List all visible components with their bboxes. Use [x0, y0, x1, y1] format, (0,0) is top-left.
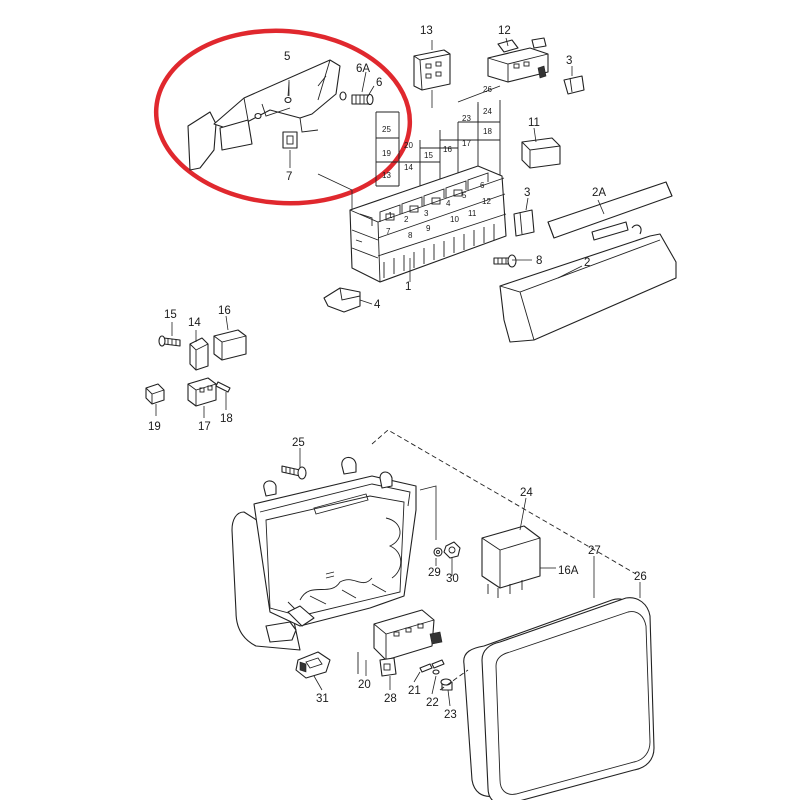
part-5-mounting-bracket [187, 59, 341, 171]
fuse-label-6: 6 [480, 181, 485, 190]
callout-28: 28 [384, 693, 397, 705]
callout-labels: 5 6A 6 7 13 12 3 11 3 2A 8 2 1 4 15 14 1… [148, 25, 647, 721]
part-19-connector [145, 383, 165, 405]
relay-position-grid [375, 85, 501, 187]
callout-30: 30 [446, 573, 459, 585]
part-14-relay-bracket [189, 337, 209, 371]
callout-18: 18 [220, 413, 233, 425]
callout-25: 25 [292, 437, 305, 449]
part-15-screw [158, 335, 181, 347]
fuse-label-7-box: 7 [386, 227, 391, 236]
fuse-label-1: 1 [388, 211, 393, 220]
fuse-label-12: 12 [482, 197, 491, 206]
fuse-label-11: 11 [468, 209, 477, 218]
part-12-relay-holder [487, 37, 549, 83]
part-26-cover [481, 597, 655, 800]
fuse-label-2: 2 [404, 215, 409, 224]
callout-24: 24 [520, 487, 533, 499]
grid-label-16: 16 [443, 145, 452, 154]
callout-20: 20 [358, 679, 371, 691]
callout-8: 8 [536, 255, 542, 267]
part-18-pin [215, 381, 231, 393]
part-24-housing [231, 456, 417, 651]
callout-27: 27 [588, 545, 601, 557]
callout-31: 31 [316, 693, 329, 705]
callout-12: 12 [498, 25, 511, 37]
callout-23: 23 [444, 709, 457, 721]
fuse-label-8: 8 [408, 231, 413, 240]
part-13-relay-socket [413, 49, 451, 108]
part-29-washer [433, 547, 443, 557]
callout-21: 21 [408, 685, 421, 697]
callout-29: 29 [428, 567, 441, 579]
callout-4: 4 [374, 299, 381, 311]
part-20-relay-plate [357, 609, 443, 674]
part-17-socket [187, 377, 217, 407]
part-23-screw [440, 678, 453, 691]
relay-grid-labels: 26 24 23 17 18 25 20 16 19 15 14 13 [382, 85, 492, 180]
grid-label-18: 18 [483, 127, 492, 136]
part-7-clip [282, 131, 298, 168]
grid-label-20: 20 [404, 141, 413, 150]
grid-label-15: 15 [424, 151, 433, 160]
callout-2a: 2A [592, 187, 606, 199]
callout-6: 6 [376, 77, 382, 89]
callout-11: 11 [528, 117, 540, 129]
part-22-pin [432, 669, 440, 675]
fuse-label-4: 4 [446, 199, 451, 208]
part-3-fuse-side [513, 209, 535, 237]
part-11-relay [521, 137, 561, 169]
callout-7: 7 [286, 171, 292, 183]
callout-2: 2 [584, 257, 590, 269]
grid-label-25: 25 [382, 125, 391, 134]
part-25-screw [281, 465, 307, 480]
part-4-clip [323, 287, 361, 313]
fuse-label-5: 5 [462, 191, 467, 200]
callout-26: 26 [634, 571, 647, 583]
grid-label-14: 14 [404, 163, 413, 172]
part-2a-cover-lid [547, 181, 673, 241]
callout-13: 13 [420, 25, 433, 37]
part-31-grommet [295, 651, 331, 679]
part-21-pins [419, 659, 445, 673]
part-28-clip [379, 657, 397, 677]
fuse-label-10: 10 [450, 215, 459, 224]
fuse-label-3: 3 [424, 209, 429, 218]
callout-22: 22 [426, 697, 439, 709]
callout-15: 15 [164, 309, 177, 321]
grid-label-23: 23 [462, 114, 471, 123]
fuse-label-9: 9 [426, 224, 431, 233]
callout-3-side: 3 [524, 187, 530, 199]
callout-14: 14 [188, 317, 201, 329]
part-6a-washer [339, 91, 347, 101]
part-3-fuse-top [563, 75, 585, 95]
part-16a-relay [481, 525, 541, 598]
callout-17: 17 [198, 421, 211, 433]
callout-16a: 16A [558, 565, 579, 577]
callout-16: 16 [218, 305, 231, 317]
callout-1: 1 [405, 281, 411, 293]
highlight-circle [153, 28, 413, 206]
grid-label-13: 13 [382, 171, 391, 180]
part-6-screw [351, 93, 374, 106]
callout-19: 19 [148, 421, 161, 433]
part-1-fuse-relay-carrier [349, 165, 507, 283]
callout-5: 5 [284, 51, 290, 63]
part-30-nut [443, 541, 461, 559]
part-2-tray [499, 224, 677, 343]
part-8-screw [493, 254, 517, 268]
grid-label-17: 17 [462, 139, 471, 148]
fuse-number-labels: 7 8 9 10 11 12 1 2 3 4 5 6 [386, 181, 491, 240]
callout-6a: 6A [356, 63, 370, 75]
grid-label-19: 19 [382, 149, 391, 158]
callout-3-top: 3 [566, 55, 572, 67]
part-16-relay [213, 329, 247, 361]
grid-label-24: 24 [483, 107, 492, 116]
grid-label-26: 26 [483, 85, 492, 94]
